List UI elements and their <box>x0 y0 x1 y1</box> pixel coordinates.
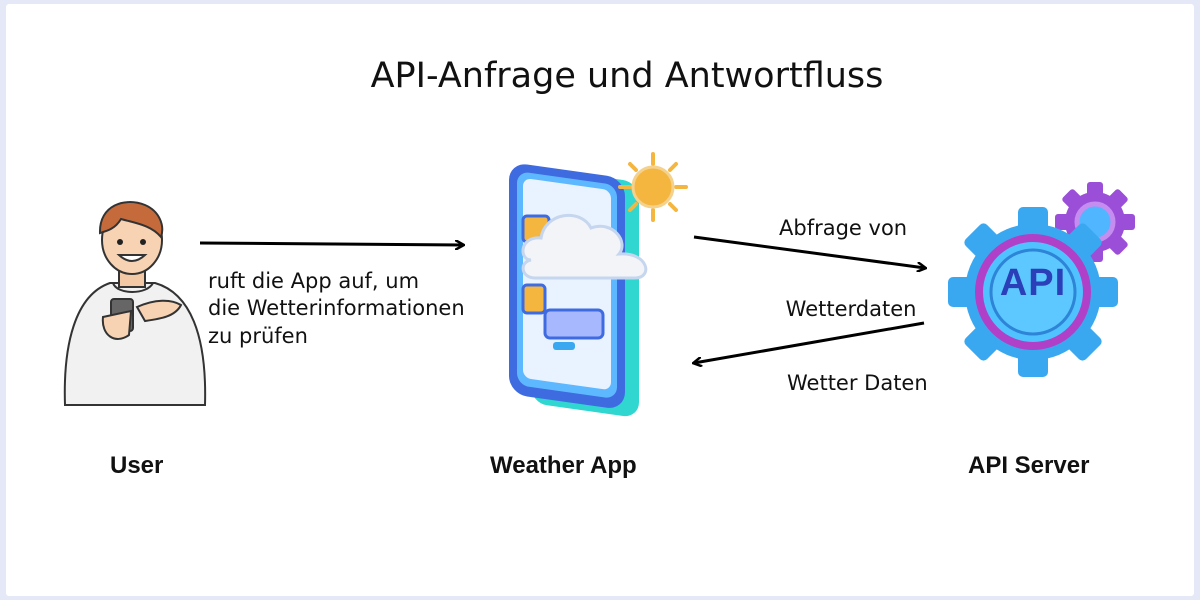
edge-label-user-to-app: ruft die App auf, um die Wetterinformati… <box>208 269 465 348</box>
weather-app-illustration <box>509 152 688 417</box>
node-label-api-server: API Server <box>968 452 1090 479</box>
arrow-app-to-server <box>693 235 925 268</box>
diagram-title: API-Anfrage und Antwortfluss <box>370 56 884 96</box>
api-server-gear-illustration <box>948 182 1135 377</box>
edge-label-app-to-server: Abfrage von Wetterdaten <box>779 215 917 322</box>
user-illustration <box>63 201 207 406</box>
edge-label-server-to-app: Wetter Daten <box>787 371 928 395</box>
node-label-user: User <box>110 452 164 479</box>
arrow-server-to-app <box>694 321 925 363</box>
node-label-weather-app: Weather App <box>490 452 637 479</box>
api-icon-text: API <box>999 262 1067 304</box>
arrow-user-to-app <box>199 243 463 245</box>
